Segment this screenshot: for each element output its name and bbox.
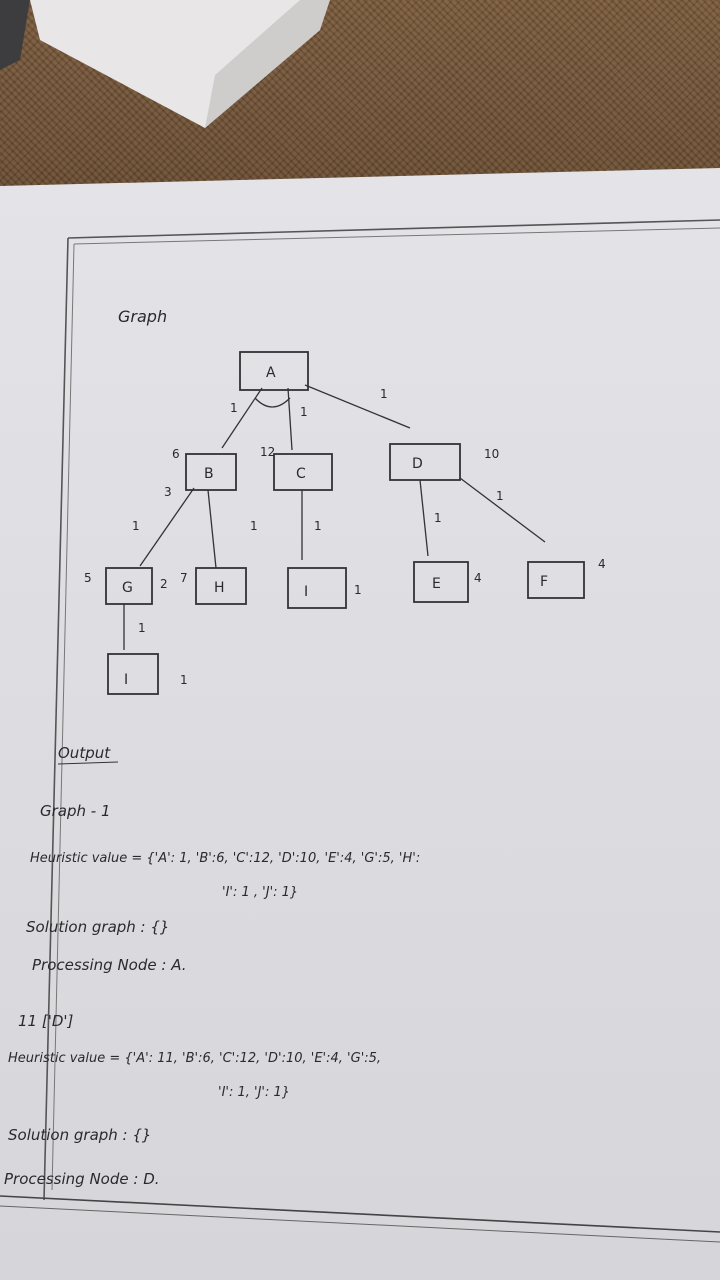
node-i2-label: I bbox=[304, 584, 308, 600]
node-a-label: A bbox=[266, 365, 276, 381]
folded-paper-object bbox=[0, 0, 330, 128]
node-box-b bbox=[185, 453, 237, 491]
node-i-label: I bbox=[124, 672, 128, 688]
iteration-label: 11 ['D'] bbox=[18, 1012, 74, 1030]
node-f-value: 4 bbox=[598, 557, 606, 571]
node-box-h bbox=[195, 567, 247, 605]
node-b-label: B bbox=[204, 466, 214, 482]
heuristic-line-2: Heuristic value = {'A': 11, 'B':6, 'C':1… bbox=[8, 1051, 381, 1066]
node-box-d bbox=[389, 443, 461, 481]
node-box-f bbox=[527, 561, 585, 599]
edge-weight-a-c: 1 bbox=[300, 405, 308, 419]
edge-weight-d-f: 1 bbox=[496, 489, 504, 503]
node-d-label: D bbox=[412, 456, 423, 472]
solution-line-1: Solution graph : {} bbox=[26, 918, 169, 936]
node-h-label: H bbox=[214, 580, 225, 596]
node-box-i bbox=[107, 653, 159, 695]
output-heading: Output bbox=[58, 744, 111, 762]
notebook-page bbox=[0, 168, 720, 1280]
node-box-g bbox=[105, 567, 153, 605]
edge-weight-g-i: 1 bbox=[138, 621, 146, 635]
node-g-value: 5 bbox=[84, 571, 92, 585]
graph-edges bbox=[123, 384, 546, 650]
heuristic-line-2-cont: 'I': 1, 'J': 1} bbox=[218, 1085, 290, 1100]
node-e-value: 4 bbox=[474, 571, 482, 585]
node-c-label: C bbox=[296, 466, 306, 482]
edge-weight-a-b: 1 bbox=[230, 401, 238, 415]
edge-weight-c-i: 1 bbox=[314, 519, 322, 533]
edge-weight-b-extra: 3 bbox=[164, 485, 172, 499]
node-h-value: 7 bbox=[180, 571, 188, 585]
graph1-label: Graph - 1 bbox=[40, 802, 111, 820]
heuristic-line-1-cont: 'I': 1 , 'J': 1} bbox=[222, 885, 298, 900]
node-c-value: 12 bbox=[260, 445, 275, 459]
processing-line-2: Processing Node : D. bbox=[4, 1170, 160, 1188]
node-box-e bbox=[413, 561, 469, 603]
node-f-label: F bbox=[540, 574, 548, 590]
node-box-a bbox=[239, 351, 309, 391]
graph-heading: Graph bbox=[118, 307, 167, 326]
node-e-label: E bbox=[432, 576, 441, 592]
edge-weight-g-h: 2 bbox=[160, 577, 168, 591]
heuristic-line-1: Heuristic value = {'A': 1, 'B':6, 'C':12… bbox=[30, 851, 420, 866]
node-b-value: 6 bbox=[172, 447, 180, 461]
node-i2-value: 1 bbox=[354, 583, 362, 597]
edge-weight-b-h: 1 bbox=[250, 519, 258, 533]
edge-weight-d-e: 1 bbox=[434, 511, 442, 525]
node-box-c bbox=[273, 453, 333, 491]
solution-line-2: Solution graph : {} bbox=[8, 1126, 151, 1144]
edge-weight-b-g: 1 bbox=[132, 519, 140, 533]
edge-weight-a-d: 1 bbox=[380, 387, 388, 401]
processing-line-1: Processing Node : A. bbox=[32, 956, 187, 974]
node-d-value: 10 bbox=[484, 447, 499, 461]
node-g-label: G bbox=[122, 580, 133, 596]
node-box-i2 bbox=[287, 567, 347, 609]
node-i-value: 1 bbox=[180, 673, 188, 687]
